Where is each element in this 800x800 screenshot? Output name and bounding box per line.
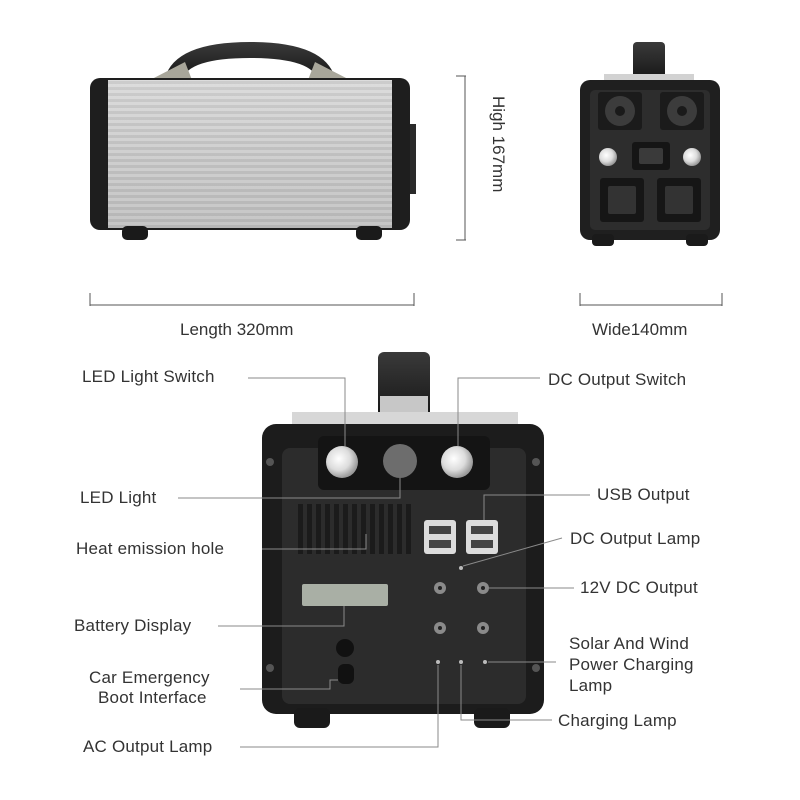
length-bracket (89, 293, 415, 306)
height-label: High 167mm (489, 96, 508, 193)
callout-dc-output-switch: DC Output Switch (548, 370, 687, 389)
callout-solar-wind-line1: Solar And Wind (569, 634, 689, 653)
callout-car-emergency-line1: Car Emergency (89, 668, 210, 687)
callout-car-emergency-line2: Boot Interface (98, 688, 207, 707)
back-view (580, 42, 720, 246)
length-label: Length 320mm (180, 320, 294, 339)
callout-solar-wind-line3: Lamp (569, 676, 613, 695)
callout-ac-output-lamp: AC Output Lamp (83, 737, 213, 756)
width-bracket (579, 293, 723, 306)
width-label: Wide140mm (592, 320, 688, 339)
callout-led-light: LED Light (80, 488, 157, 507)
callout-solar-wind-line2: Power Charging (569, 655, 694, 674)
height-bracket (456, 75, 466, 241)
callout-usb-output: USB Output (597, 485, 690, 504)
callout-led-light-switch: LED Light Switch (82, 367, 215, 386)
callout-heat-emission-hole: Heat emission hole (76, 539, 225, 558)
callout-dc-output-lamp: DC Output Lamp (570, 529, 701, 548)
callout-12v-dc-output: 12V DC Output (580, 578, 698, 597)
callout-battery-display: Battery Display (74, 616, 192, 635)
leader-lines (178, 377, 590, 748)
callout-charging-lamp: Charging Lamp (558, 711, 677, 730)
front-view (262, 352, 544, 728)
side-view (90, 42, 416, 240)
